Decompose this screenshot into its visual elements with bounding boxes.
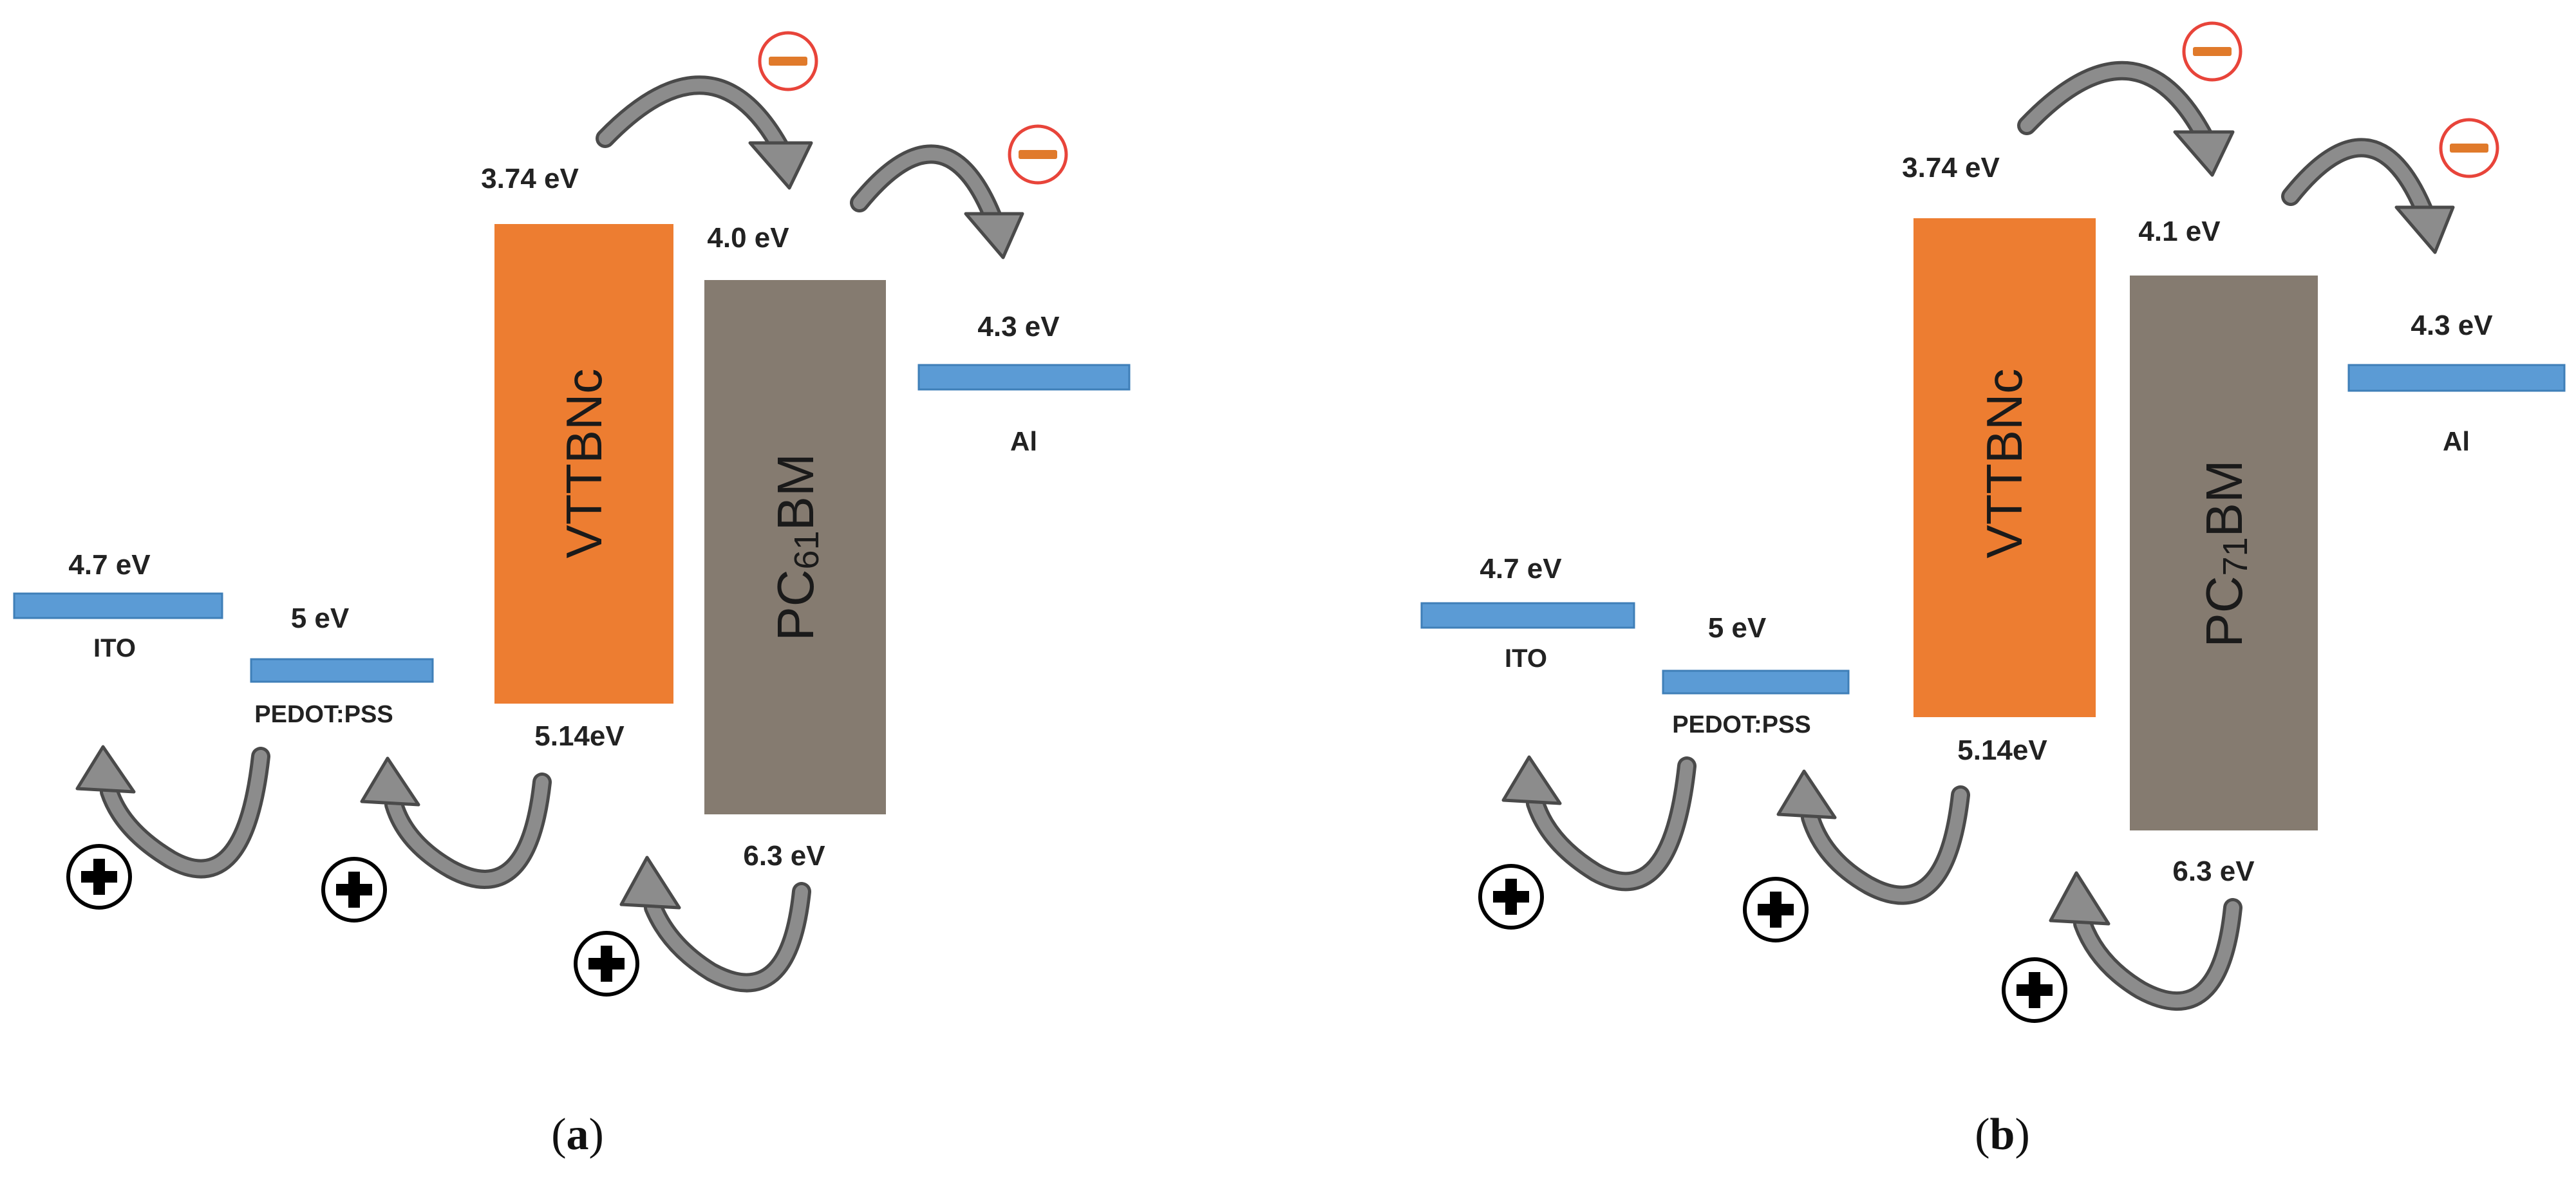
donor-name: VTTBNc [1976, 369, 2033, 559]
acceptor-homo-label: 6.3 eV [2172, 856, 2255, 887]
hole-transfer-arrow-acceptor-to-donor [619, 856, 811, 993]
al-name-label: Al [2443, 426, 2470, 456]
ito-energy-label: 4.7 eV [1480, 553, 1562, 585]
hole-transfer-arrow-acceptor-to-donor [2049, 871, 2242, 1011]
al-energy-label: 4.3 eV [977, 311, 1060, 342]
caption-open-paren: ( [551, 1110, 566, 1159]
donor-name: VTTBNc [556, 369, 612, 559]
ito-name-label: ITO [1505, 644, 1547, 673]
ito-energy-label: 4.7 eV [68, 549, 151, 581]
acceptor-lumo-label: 4.0 eV [707, 222, 789, 254]
donor-block [1913, 218, 2096, 717]
acceptor-name: PC61BM [767, 453, 827, 641]
pedot-level-bar [250, 658, 434, 683]
hole-transfer-arrow-pedot-to-ito [1501, 755, 1697, 892]
caption-close-paren: ) [2015, 1110, 2029, 1159]
pedot-name-label: PEDOT:PSS [254, 701, 393, 728]
hole-transfer-arrow-pedot-to-ito [75, 745, 270, 879]
hole-transfer-arrow-donor-to-pedot [360, 756, 552, 889]
acceptor-lumo-label: 4.1 eV [2138, 216, 2221, 247]
panel-caption: (a) [551, 1110, 604, 1159]
caption-open-paren: ( [1975, 1110, 1989, 1159]
acceptor-name-suffix: BM [767, 453, 824, 530]
acceptor-name-prefix: PC [767, 569, 824, 641]
pedot-energy-label: 5 eV [1708, 612, 1767, 644]
al-level-bar [917, 364, 1131, 391]
electron-transfer-arrow-acceptor-to-al [2281, 138, 2455, 254]
acceptor-name-suffix: BM [2195, 460, 2253, 537]
panel-a: VTTBNc PC61BM 4.7 eV ITO 5 eV PEDOT:PSS … [13, 33, 1131, 1159]
pedot-level-bar [1662, 670, 1850, 695]
acceptor-name: PC71BM [2195, 460, 2255, 647]
acceptor-name-subscript: 61 [787, 530, 826, 569]
electron-transfer-arrow-donor-to-acceptor [596, 75, 813, 190]
electron-transfer-arrow-acceptor-to-al [850, 144, 1024, 259]
caption-close-paren: ) [589, 1110, 604, 1159]
al-energy-label: 4.3 eV [2411, 310, 2493, 341]
acceptor-homo-label: 6.3 eV [743, 840, 825, 872]
panel-caption: (b) [1975, 1110, 2030, 1159]
donor-homo-label: 5.14eV [534, 720, 625, 752]
ito-name-label: ITO [93, 634, 136, 662]
al-name-label: Al [1010, 426, 1037, 456]
ito-level-bar [1420, 602, 1635, 629]
acceptor-name-subscript: 71 [2216, 537, 2255, 576]
donor-lumo-label: 3.74 eV [481, 163, 579, 194]
al-level-bar [2347, 364, 2566, 392]
pedot-energy-label: 5 eV [291, 603, 350, 634]
pedot-name-label: PEDOT:PSS [1672, 711, 1810, 738]
electron-transfer-arrow-donor-to-acceptor [2017, 61, 2235, 177]
acceptor-name-prefix: PC [2195, 576, 2253, 647]
caption-letter: a [567, 1110, 589, 1159]
donor-lumo-label: 3.74 eV [1902, 152, 2000, 183]
acceptor-block [704, 280, 886, 814]
donor-homo-label: 5.14eV [1957, 735, 2047, 766]
acceptor-block [2130, 276, 2318, 830]
ito-level-bar [13, 592, 223, 619]
donor-block [494, 224, 673, 704]
panel-b: VTTBNc PC71BM 4.7 eV ITO 5 eV PEDOT:PSS … [1420, 23, 2566, 1159]
caption-letter: b [1990, 1110, 2015, 1159]
hole-transfer-arrow-donor-to-pedot [1776, 769, 1970, 905]
